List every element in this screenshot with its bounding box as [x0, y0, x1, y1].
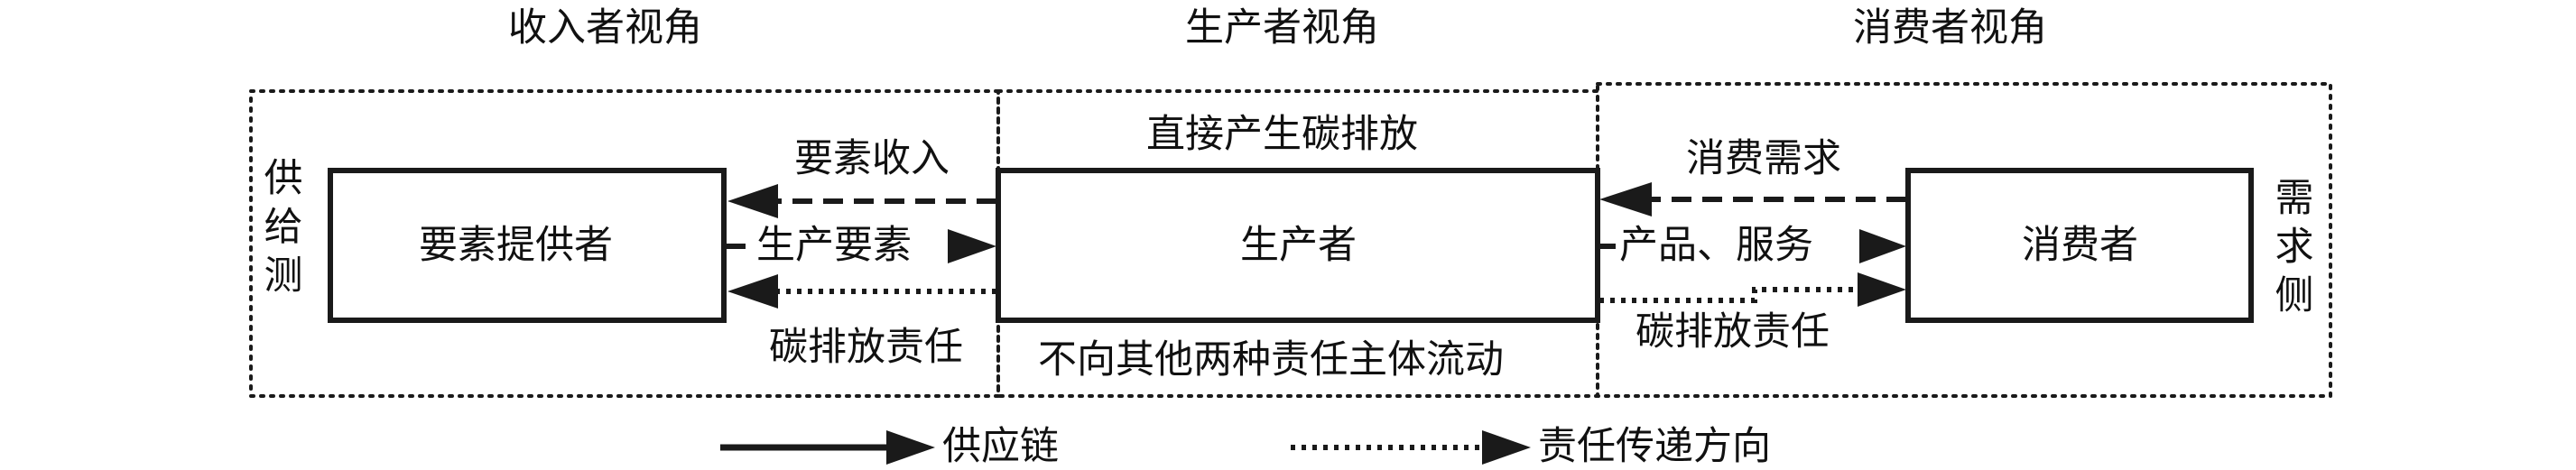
production-factors-arrowhead: [948, 229, 996, 263]
carbon-responsibility-left-label: 碳排放责任: [769, 325, 963, 370]
production-factors-label: 生产要素: [756, 223, 912, 268]
no-transfer-label: 不向其他两种责任主体流动: [1038, 337, 1504, 382]
products-services-arrowhead: [1859, 229, 1906, 263]
factor-provider-box: [328, 168, 727, 323]
consumer-label: 消费者: [2022, 223, 2138, 268]
consumer-perspective-title: 消费者视角: [1853, 5, 2047, 51]
factor-provider-label: 要素提供者: [419, 223, 613, 268]
income-perspective-title: 收入者视角: [508, 5, 702, 51]
producer-label: 生产者: [1240, 223, 1357, 268]
factor-income-arrowhead: [727, 184, 778, 218]
factor-income-label: 要素收入: [794, 136, 950, 181]
consumer-box: [1905, 168, 2254, 323]
producer-perspective-title: 生产者视角: [1185, 5, 1379, 51]
carbon-responsibility-right-arrowhead: [1858, 272, 1906, 307]
legend-supply-chain-label: 供应链: [942, 424, 1059, 469]
legend-responsibility-label: 责任传递方向: [1538, 424, 1771, 469]
direct-emission-label: 直接产生碳排放: [1146, 112, 1418, 157]
demand-side-label: 需 求 侧: [2275, 176, 2314, 318]
consumption-demand-label: 消费需求: [1686, 136, 1841, 181]
carbon-responsibility-right-label: 碳排放责任: [1635, 309, 1830, 355]
carbon-responsibility-right-arrow: [1599, 287, 1858, 303]
products-services-label: 产品、服务: [1619, 223, 1813, 268]
carbon-responsibility-left-arrowhead: [727, 274, 778, 309]
supply-side-label: 供 给 测: [264, 156, 303, 299]
producer-box: [996, 168, 1600, 323]
consumption-demand-arrowhead: [1599, 182, 1652, 217]
legend-responsibility-arrowhead: [1482, 430, 1531, 465]
legend-supply-chain-arrowhead: [886, 430, 935, 465]
